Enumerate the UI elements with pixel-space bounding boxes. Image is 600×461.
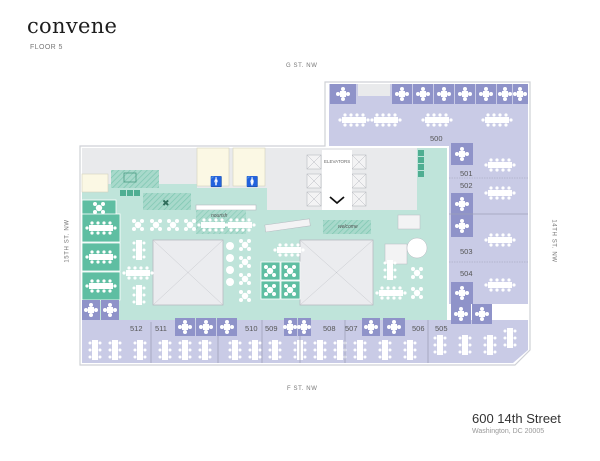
wellness-room xyxy=(81,173,109,193)
room-label-506: 506 xyxy=(412,324,425,333)
welcome-label: welcome xyxy=(338,224,358,230)
room-label-505: 505 xyxy=(435,324,448,333)
street-label-east: 14TH ST. NW xyxy=(550,219,557,263)
room-label-510: 510 xyxy=(245,324,258,333)
nourish-label: nourish xyxy=(211,213,228,219)
restroom-men xyxy=(196,147,230,187)
elevators-label: ELEVATORS xyxy=(324,159,350,164)
print-area xyxy=(111,170,159,188)
svg-text:✖: ✖ xyxy=(162,198,170,208)
address-street: 600 14th Street xyxy=(472,411,561,426)
room-label-507: 507 xyxy=(345,324,358,333)
room-label-504: 504 xyxy=(460,269,473,278)
room-label-509: 509 xyxy=(265,324,278,333)
room-label-502: 502 xyxy=(460,181,473,190)
street-label-south: F ST. NW xyxy=(287,386,318,392)
floor-label: FLOOR 5 xyxy=(30,44,63,51)
room-label-503: 503 xyxy=(460,247,473,256)
you-are-here-marker xyxy=(329,196,345,205)
room-label-500: 500 xyxy=(430,134,443,143)
street-label-north: G ST. NW xyxy=(286,63,318,69)
street-label-west: 15TH ST. NW xyxy=(64,219,71,263)
brand-logo: convene xyxy=(27,14,118,38)
room-label-501: 501 xyxy=(460,169,473,178)
room-label-508: 508 xyxy=(323,324,336,333)
women-restroom-icon: 🚺 xyxy=(246,175,258,188)
room-label-512: 512 xyxy=(130,324,143,333)
restroom-women xyxy=(232,147,266,187)
address-city: Washington, DC 20005 xyxy=(472,428,545,435)
men-restroom-icon: 🚹 xyxy=(210,175,222,188)
room-label-511: 511 xyxy=(155,324,167,333)
